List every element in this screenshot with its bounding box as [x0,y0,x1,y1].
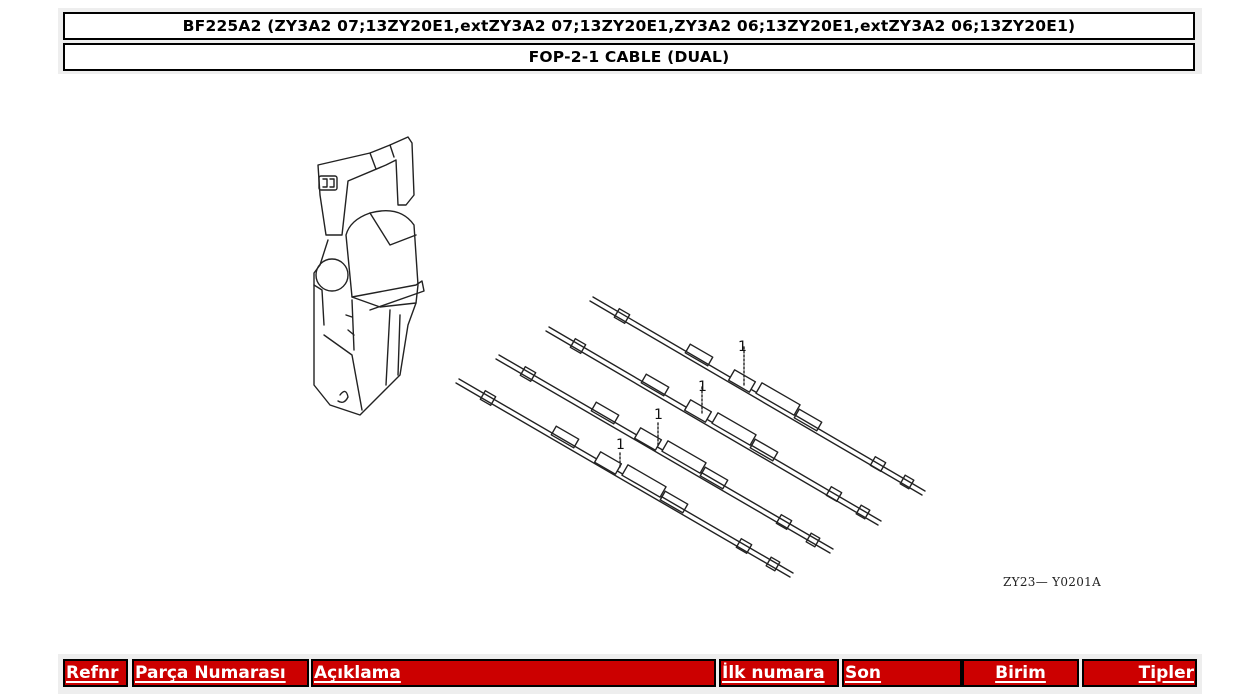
parts-table-header: Refnr Parça Numarası Açıklama İlk numara… [58,654,1202,694]
callout-label: 1 [698,379,707,395]
model-title: BF225A2 (ZY3A2 07;13ZY20E1,extZY3A2 07;1… [63,12,1195,40]
sort-last-link[interactable]: Son [845,663,882,683]
column-header-last[interactable]: Son [842,659,962,687]
column-header-unit[interactable]: Birim [962,659,1079,687]
sort-first-number-link[interactable]: İlk numara [722,663,825,683]
parts-diagram: 1 1 1 1 [290,125,1130,595]
sort-refnr-link[interactable]: Refnr [66,663,119,683]
callout-label: 1 [738,339,747,355]
column-header-first-number[interactable]: İlk numara [719,659,839,687]
sort-description-link[interactable]: Açıklama [314,663,401,683]
diagram-code: ZY23— Y0201A [1003,575,1102,589]
column-header-description[interactable]: Açıklama [311,659,716,687]
callout-label: 1 [616,437,625,453]
column-header-refnr[interactable]: Refnr [63,659,128,687]
page-header: BF225A2 (ZY3A2 07;13ZY20E1,extZY3A2 07;1… [58,8,1202,74]
callout-label: 1 [654,407,663,423]
parts-diagram-drawing [313,136,926,578]
column-header-types[interactable]: Tipler [1082,659,1197,687]
control-cable-icon [455,296,926,578]
sort-unit-link[interactable]: Birim [995,663,1046,683]
section-title: FOP-2-1 CABLE (DUAL) [63,43,1195,71]
column-header-part-number[interactable]: Parça Numarası [132,659,309,687]
remote-control-box-icon [313,136,425,416]
sort-part-number-link[interactable]: Parça Numarası [135,663,286,683]
sort-types-link[interactable]: Tipler [1138,663,1194,683]
